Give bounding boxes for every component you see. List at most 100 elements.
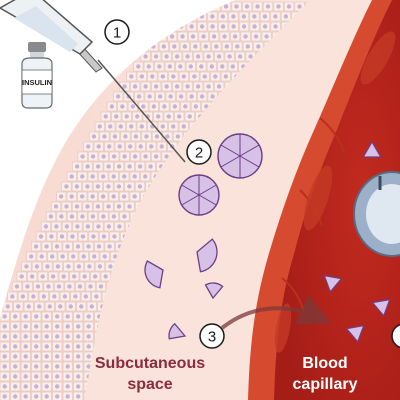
cell-nucleus bbox=[276, 4, 281, 9]
cell-nucleus bbox=[273, 24, 278, 29]
cell-nucleus bbox=[122, 84, 127, 89]
cell-nucleus bbox=[199, 24, 205, 29]
hexamer-segment bbox=[181, 194, 200, 206]
cell-nucleus bbox=[181, 74, 187, 79]
cell-nucleus bbox=[55, 334, 60, 339]
cell-nucleus bbox=[65, 374, 70, 379]
cell-nucleus bbox=[34, 314, 39, 319]
step-marker-2: 2 bbox=[186, 139, 212, 165]
cell-nucleus bbox=[112, 234, 117, 239]
cell-nucleus bbox=[243, 34, 248, 39]
cell-nucleus bbox=[102, 134, 107, 139]
cell-nucleus bbox=[64, 224, 70, 229]
insulin-hexamers bbox=[178, 133, 263, 216]
cell-nucleus bbox=[23, 364, 28, 369]
cell-nucleus bbox=[185, 84, 190, 89]
cell-nucleus bbox=[97, 124, 102, 129]
cell-nucleus bbox=[222, 34, 227, 39]
cell-nucleus bbox=[74, 184, 80, 189]
cell-nucleus bbox=[160, 124, 165, 129]
cell-nucleus bbox=[34, 394, 39, 399]
cell-nucleus bbox=[185, 54, 190, 59]
cell-nucleus bbox=[231, 14, 236, 19]
cell-nucleus bbox=[223, 4, 229, 9]
cell-nucleus bbox=[132, 194, 137, 199]
cell-nucleus bbox=[23, 334, 28, 339]
cell-nucleus bbox=[159, 144, 164, 149]
cell-nucleus bbox=[76, 364, 81, 369]
cell-nucleus bbox=[91, 234, 96, 239]
cell-nucleus bbox=[157, 94, 163, 99]
cell-nucleus bbox=[44, 324, 49, 329]
absorption-arrow bbox=[220, 295, 331, 330]
cell-nucleus bbox=[129, 74, 134, 79]
cell-nucleus bbox=[56, 284, 62, 289]
cell-nucleus bbox=[117, 224, 122, 229]
vial-cap bbox=[28, 42, 46, 52]
cell-nucleus bbox=[143, 54, 148, 59]
cell-nucleus bbox=[203, 44, 209, 49]
cell-nucleus bbox=[182, 44, 188, 49]
cell-nucleus bbox=[190, 34, 196, 39]
cell-nucleus bbox=[157, 64, 162, 69]
cell-nucleus bbox=[166, 114, 171, 119]
cell-nucleus bbox=[273, 14, 278, 19]
cell-nucleus bbox=[111, 214, 117, 219]
cell-nucleus bbox=[120, 104, 125, 109]
cell-nucleus bbox=[216, 84, 222, 89]
cell-nucleus bbox=[83, 294, 89, 299]
receptor-cell-nucleus bbox=[366, 184, 400, 244]
cell-nucleus bbox=[19, 274, 24, 279]
cell-nucleus bbox=[23, 374, 28, 379]
cell-nucleus bbox=[23, 354, 28, 359]
cell-nucleus bbox=[44, 314, 49, 319]
cell-nucleus bbox=[132, 154, 138, 159]
cell-nucleus bbox=[85, 204, 90, 209]
cell-nucleus bbox=[106, 204, 111, 209]
cell-nucleus bbox=[116, 164, 122, 169]
cell-nucleus bbox=[132, 174, 137, 179]
cell-nucleus bbox=[223, 74, 229, 79]
cell-nucleus bbox=[234, 4, 239, 9]
hexamer-segment bbox=[239, 144, 260, 157]
cell-nucleus bbox=[111, 194, 116, 199]
cell-nucleus bbox=[64, 204, 69, 209]
cell-nucleus bbox=[55, 364, 60, 369]
cell-nucleus bbox=[241, 14, 247, 19]
cell-nucleus bbox=[52, 294, 57, 299]
cell-nucleus bbox=[199, 94, 205, 99]
hexamer-segment bbox=[198, 184, 217, 196]
cell-nucleus bbox=[89, 304, 94, 309]
cell-nucleus bbox=[55, 324, 60, 329]
cell-nucleus bbox=[172, 104, 178, 109]
vial-label: INSULIN bbox=[22, 78, 52, 87]
cell-nucleus bbox=[79, 194, 85, 199]
cell-nucleus bbox=[113, 254, 118, 259]
cell-nucleus bbox=[2, 334, 7, 339]
cell-nucleus bbox=[244, 4, 250, 9]
insulin-monomers-in-blood bbox=[323, 140, 391, 343]
cell-nucleus bbox=[153, 84, 159, 89]
cell-nucleus bbox=[43, 224, 49, 229]
cell-nucleus bbox=[100, 194, 106, 199]
cell-nucleus bbox=[60, 254, 65, 259]
cell-nucleus bbox=[146, 64, 152, 69]
cell-nucleus bbox=[34, 354, 39, 359]
cell-nucleus bbox=[139, 74, 145, 79]
cell-nucleus bbox=[210, 94, 215, 99]
cell-nucleus bbox=[71, 274, 77, 279]
capillary-label: Blood bbox=[302, 355, 347, 372]
cell-nucleus bbox=[109, 104, 115, 109]
cell-nucleus bbox=[133, 134, 139, 139]
cell-nucleus bbox=[13, 334, 18, 339]
cell-nucleus bbox=[13, 344, 18, 349]
cell-nucleus bbox=[262, 24, 268, 29]
cell-nucleus bbox=[76, 384, 81, 389]
cell-nucleus bbox=[23, 344, 28, 349]
cell-nucleus bbox=[76, 374, 81, 379]
cell-nucleus bbox=[164, 84, 169, 89]
cell-nucleus bbox=[199, 64, 204, 69]
cell-nucleus bbox=[103, 114, 108, 119]
cell-nucleus bbox=[92, 274, 98, 279]
cell-nucleus bbox=[44, 344, 49, 349]
